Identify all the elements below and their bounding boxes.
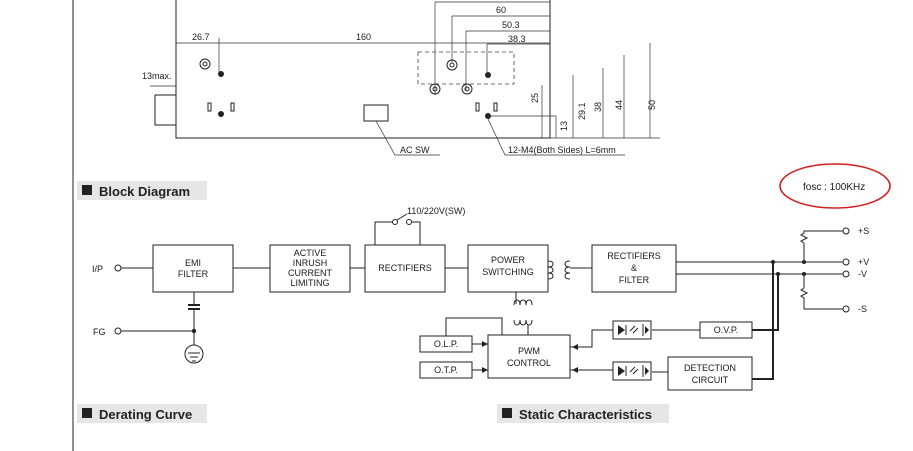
svg-text:&: & bbox=[631, 263, 637, 273]
transformer-icon bbox=[547, 260, 554, 280]
section-header-block-diagram: Block Diagram bbox=[77, 181, 207, 200]
optocoupler-detection bbox=[612, 361, 652, 381]
rectifiers-block bbox=[364, 244, 446, 293]
dim-v29-1: 29.1 bbox=[577, 102, 587, 120]
svg-text:PWM: PWM bbox=[518, 346, 540, 356]
dim-26-7: 26.7 bbox=[192, 32, 210, 42]
svg-text:O.L.P.: O.L.P. bbox=[434, 339, 458, 349]
section-header-derating: Derating Curve bbox=[77, 404, 207, 423]
rectifiers-filter-block bbox=[591, 244, 677, 293]
fosc-label: fosc : 100KHz bbox=[803, 182, 865, 193]
resistor-s-minus bbox=[800, 287, 843, 310]
svg-text:RECTIFIERS: RECTIFIERS bbox=[378, 263, 432, 273]
dim-13max: 13max. bbox=[142, 71, 172, 81]
out-v-minus: -V bbox=[858, 269, 867, 279]
dim-50-3: 50.3 bbox=[502, 20, 520, 30]
fosc-annotation: fosc : 100KHz bbox=[779, 163, 891, 209]
block-diagram-title: Block Diagram bbox=[99, 184, 190, 199]
dim-v38: 38 bbox=[593, 102, 603, 112]
dim-v50: 50 bbox=[647, 100, 657, 110]
optocoupler-ovp bbox=[612, 320, 652, 340]
chassis-outline bbox=[175, 0, 551, 139]
dim-v25: 25 bbox=[530, 93, 540, 103]
mechanical-drawing: 60 50.3 38.3 26.7 160 13max. bbox=[142, 0, 660, 156]
emi-filter-block bbox=[152, 244, 234, 293]
svg-text:DETECTION: DETECTION bbox=[684, 363, 736, 373]
ac-sw-label: AC SW bbox=[400, 145, 430, 155]
svg-text:SWITCHING: SWITCHING bbox=[482, 267, 534, 277]
svg-text:CIRCUIT: CIRCUIT bbox=[692, 375, 729, 385]
dim-v44: 44 bbox=[614, 100, 624, 110]
svg-text:RECTIFIERS: RECTIFIERS bbox=[607, 251, 661, 261]
out-s-plus: +S bbox=[858, 226, 869, 236]
dim-38-3: 38.3 bbox=[508, 34, 526, 44]
svg-text:O.T.P.: O.T.P. bbox=[434, 365, 458, 375]
svg-text:FILTER: FILTER bbox=[619, 275, 650, 285]
dim-60: 60 bbox=[496, 5, 506, 15]
gate-transformer-icon bbox=[513, 299, 533, 306]
svg-text:CURRENT: CURRENT bbox=[288, 268, 333, 278]
emi-line2: FILTER bbox=[178, 269, 209, 279]
block-diagram: I/P FG EMI FILTER ACTIVE INRUSH CURRENT … bbox=[92, 206, 869, 391]
ground-icon bbox=[184, 344, 204, 364]
emi-line1: EMI bbox=[185, 258, 201, 268]
out-v-plus: +V bbox=[858, 257, 869, 267]
dim-160: 160 bbox=[356, 32, 371, 42]
screw-note: 12-M4(Both Sides) L=6mm bbox=[508, 145, 616, 155]
svg-text:CONTROL: CONTROL bbox=[507, 358, 551, 368]
dim-v13: 13 bbox=[559, 121, 569, 131]
annotation-circle bbox=[779, 163, 891, 209]
svg-text:POWER: POWER bbox=[491, 255, 526, 265]
out-s-minus: -S bbox=[858, 304, 867, 314]
derating-curve-title: Derating Curve bbox=[99, 407, 192, 422]
pwm-control-block bbox=[487, 334, 571, 379]
ac-switch-shape bbox=[363, 104, 389, 122]
mount-holes bbox=[199, 58, 498, 119]
svg-text:INRUSH: INRUSH bbox=[293, 258, 328, 268]
ip-label: I/P bbox=[92, 264, 103, 274]
svg-text:ACTIVE: ACTIVE bbox=[294, 248, 327, 258]
static-characteristics-title: Static Characteristics bbox=[519, 407, 652, 422]
section-header-static: Static Characteristics bbox=[497, 404, 669, 423]
switch-label: 110/220V(SW) bbox=[407, 206, 465, 216]
resistor-s-plus bbox=[800, 230, 843, 244]
svg-text:LIMITING: LIMITING bbox=[290, 278, 329, 288]
svg-text:O.V.P.: O.V.P. bbox=[714, 325, 739, 335]
detection-circuit-block bbox=[667, 356, 753, 391]
fg-label: FG bbox=[93, 327, 106, 337]
power-switching-block bbox=[467, 244, 549, 293]
